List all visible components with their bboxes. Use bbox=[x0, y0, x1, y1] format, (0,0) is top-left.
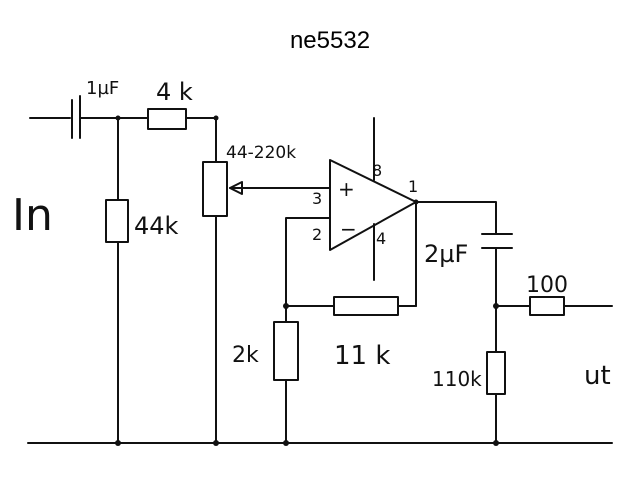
junction-dots bbox=[115, 115, 499, 446]
label-pin-1: 1 bbox=[408, 177, 418, 196]
input-capacitor bbox=[71, 95, 119, 139]
label-pin-2: 2 bbox=[312, 225, 322, 244]
potentiometer bbox=[202, 161, 228, 217]
label-pin-3: 3 bbox=[312, 189, 322, 208]
resistor-11k bbox=[333, 296, 399, 316]
resistor-4k bbox=[147, 108, 187, 130]
label-minus: − bbox=[340, 217, 357, 241]
pot-wiper bbox=[229, 181, 331, 195]
resistor-2k bbox=[273, 321, 299, 381]
label-r-out-shunt: 110k bbox=[432, 367, 482, 391]
output-wire bbox=[415, 201, 497, 235]
label-pin-4: 4 bbox=[376, 229, 386, 248]
resistor-44k bbox=[105, 199, 129, 243]
label-c-in: 1µF bbox=[86, 78, 119, 99]
label-plus: + bbox=[338, 177, 355, 201]
label-pin-8: 8 bbox=[372, 161, 382, 180]
label-output: ut bbox=[584, 361, 611, 391]
label-input: In bbox=[12, 190, 53, 241]
label-r-series: 4 k bbox=[156, 78, 193, 106]
label-r-ground: 2k bbox=[232, 343, 259, 368]
resistor-110k bbox=[486, 351, 506, 395]
output-capacitor bbox=[481, 233, 513, 249]
label-pot: 44-220k bbox=[226, 143, 296, 163]
label-c-out: 2µF bbox=[424, 240, 468, 268]
label-r-shunt: 44k bbox=[134, 212, 179, 240]
circuit-title: ne5532 bbox=[290, 27, 370, 54]
resistor-100 bbox=[529, 296, 565, 316]
label-r-out-series: 100 bbox=[526, 273, 568, 298]
label-r-feedback: 11 k bbox=[334, 341, 390, 371]
inverting-input-wire bbox=[285, 217, 331, 307]
